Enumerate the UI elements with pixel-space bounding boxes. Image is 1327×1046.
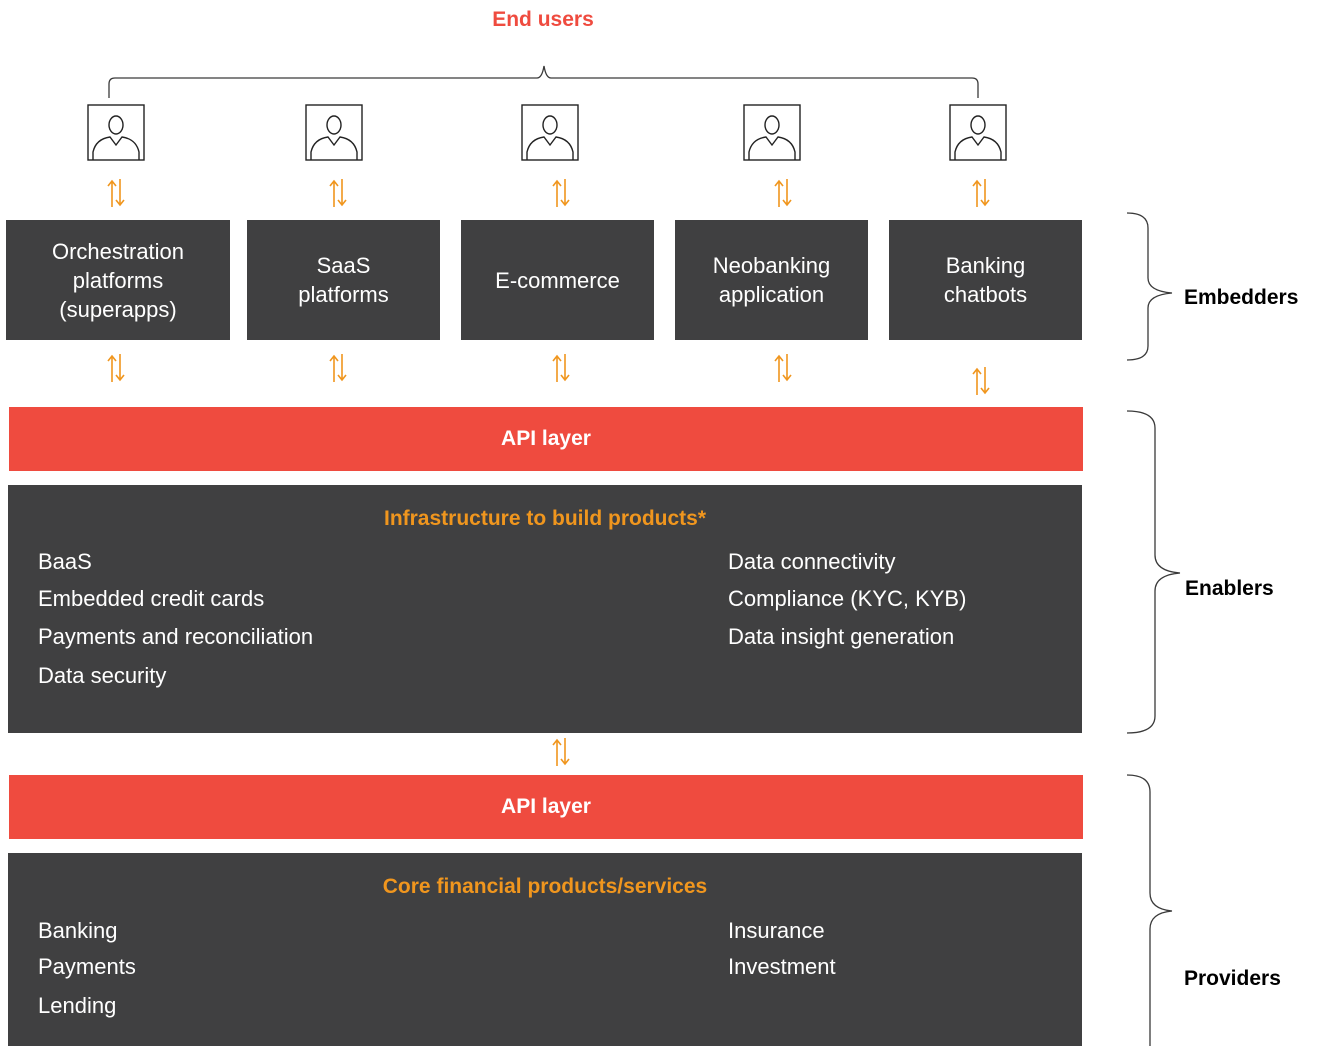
bidirectional-arrow-icon: [972, 179, 990, 207]
api-layer-label: API layer: [501, 427, 591, 450]
bidirectional-arrow-icon: [774, 179, 792, 207]
core-product-item: Investment: [728, 954, 836, 979]
end-users-brace: [108, 65, 979, 98]
core-product-item: Insurance: [728, 918, 825, 943]
bidirectional-arrow-icon: [329, 354, 347, 382]
user-icon: [87, 104, 145, 161]
end-users-title: End users: [492, 8, 594, 31]
infrastructure-item: Data connectivity: [728, 549, 896, 574]
core-product-item: Banking: [38, 918, 118, 943]
infrastructure-item: Data insight generation: [728, 624, 955, 649]
bidirectional-arrow-icon: [552, 738, 570, 766]
embedder-label: Banking chatbots: [943, 253, 1028, 307]
providers-label: Providers: [1184, 967, 1281, 990]
embedder-box-neobanking: Neobanking application: [675, 220, 868, 340]
bidirectional-arrow-icon: [329, 179, 347, 207]
embedder-box-saas: SaaS platforms: [247, 220, 440, 340]
api-layer-bottom: API layer: [9, 775, 1083, 839]
bidirectional-arrow-icon: [107, 354, 125, 382]
infrastructure-item: Compliance (KYC, KYB): [728, 586, 967, 611]
user-icon: [743, 104, 801, 161]
api-layer-top: API layer: [9, 407, 1083, 471]
embedder-label: Orchestration platforms (superapps): [51, 238, 185, 322]
providers-bracket: [1126, 774, 1173, 1046]
core-product-item: Lending: [38, 993, 117, 1018]
bidirectional-arrow-icon: [552, 354, 570, 382]
enablers-bracket: [1126, 410, 1181, 734]
embedders-label: Embedders: [1184, 286, 1299, 309]
bidirectional-arrow-icon: [774, 354, 792, 382]
user-icon: [305, 104, 363, 161]
embedder-box-orchestration: Orchestration platforms (superapps): [6, 220, 230, 340]
core-products-title: Core financial products/services: [382, 875, 708, 898]
user-icon: [521, 104, 579, 161]
bidirectional-arrow-icon: [552, 179, 570, 207]
infrastructure-item: BaaS: [38, 549, 92, 574]
infrastructure-item: Data security: [38, 663, 167, 688]
infrastructure-item: Embedded credit cards: [38, 586, 265, 611]
embedder-label: SaaS platforms: [298, 253, 389, 307]
embedder-box-ecommerce: E-commerce: [461, 220, 654, 340]
embedder-label: Neobanking application: [712, 253, 831, 307]
infrastructure-item: Payments and reconciliation: [38, 624, 314, 649]
embedder-label: E-commerce: [495, 267, 620, 293]
core-products-panel: Core financial products/services Banking…: [8, 853, 1082, 1046]
api-layer-label: API layer: [501, 795, 591, 818]
embedders-bracket: [1126, 212, 1173, 361]
bidirectional-arrow-icon: [972, 367, 990, 395]
bidirectional-arrow-icon: [107, 179, 125, 207]
core-product-item: Payments: [38, 954, 136, 979]
infrastructure-title: Infrastructure to build products*: [383, 507, 706, 530]
user-icon: [949, 104, 1007, 161]
infrastructure-panel: Infrastructure to build products* BaaS E…: [8, 485, 1082, 733]
enablers-label: Enablers: [1185, 577, 1274, 600]
embedder-box-chatbots: Banking chatbots: [889, 220, 1082, 340]
